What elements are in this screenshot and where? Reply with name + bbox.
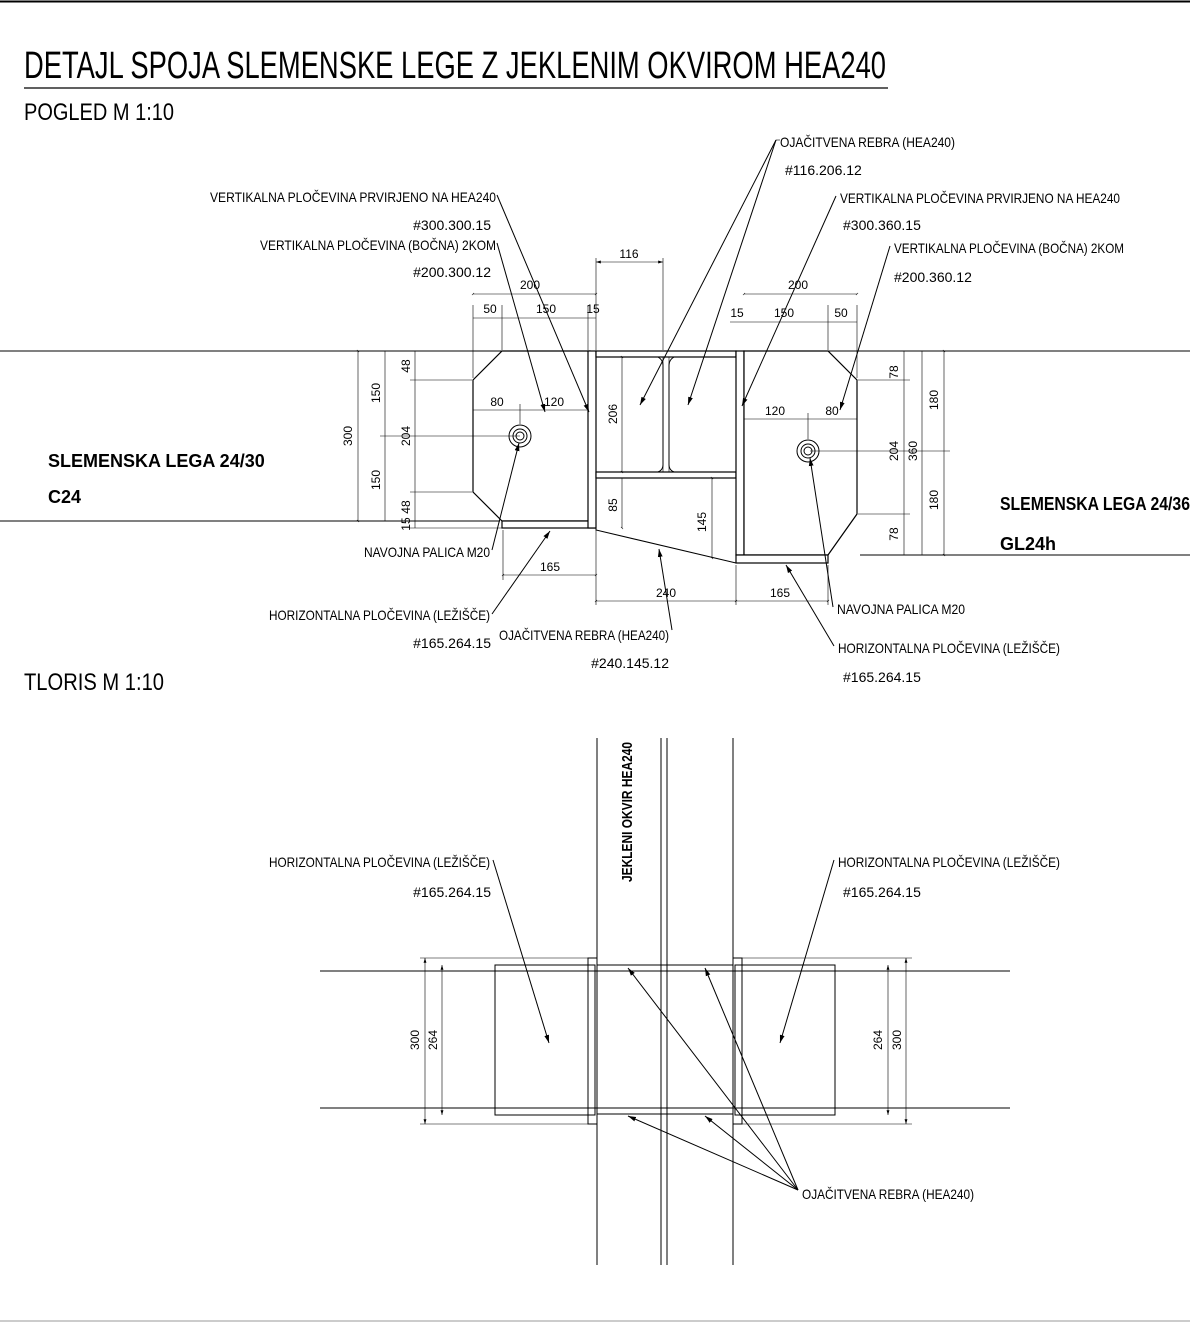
dim-85: 85	[606, 498, 620, 512]
dim-15-left: 15	[586, 302, 600, 316]
beam-right-grade: GL24h	[1000, 534, 1056, 554]
frame-label: JEKLENI OKVIR HEA240	[619, 742, 636, 882]
rib-top-right	[668, 356, 732, 473]
dim-200-right: 200	[788, 278, 808, 292]
dim-206: 206	[606, 404, 620, 424]
callout-ribs-bottom-code: #240.145.12	[591, 655, 669, 671]
callout-vplate-right-code: #300.360.15	[843, 217, 921, 233]
elevation-view-title: POGLED M 1:10	[24, 99, 174, 126]
beam-right-name: SLEMENSKA LEGA 24/36	[1000, 494, 1190, 514]
dim-80-right: 80	[825, 404, 839, 418]
dim-116: 116	[619, 247, 638, 261]
plan-dim-300-right: 300	[890, 1030, 904, 1050]
dim-200-left: 200	[520, 278, 540, 292]
plan-hplate-left	[494, 964, 596, 1116]
dim-204-right: 204	[887, 441, 901, 461]
dim-165-left: 165	[540, 560, 560, 574]
dim-120-right: 120	[765, 404, 785, 418]
callout-hplate-right-name: HORIZONTALNA PLOČEVINA (LEŽIŠČE)	[838, 640, 1060, 656]
dim-165-right: 165	[770, 586, 790, 600]
rib-bottom	[595, 477, 737, 564]
plan-hplate-right	[734, 964, 836, 1116]
dim-50-left: 50	[483, 302, 497, 316]
plan-dim-300-left: 300	[408, 1030, 422, 1050]
beam-left-name: SLEMENSKA LEGA 24/30	[48, 451, 265, 471]
callout-hplate-left-name: HORIZONTALNA PLOČEVINA (LEŽIŠČE)	[269, 607, 490, 623]
callout-ribs-bottom-name: OJAČITVENA REBRA (HEA240)	[499, 627, 669, 643]
dim-15-right: 15	[730, 306, 744, 320]
plan-rib-top	[596, 964, 734, 972]
dim-180-a: 180	[927, 390, 941, 410]
dim-78-b: 78	[887, 527, 901, 541]
dim-50-right: 50	[834, 306, 848, 320]
horizontal-plate-right	[735, 554, 829, 564]
callout-side-right-code: #200.360.12	[894, 269, 972, 285]
callout-side-left-code: #200.300.12	[413, 264, 491, 280]
horizontal-plate-left	[501, 520, 596, 529]
callout-ribs-top-name: OJAČITVENA REBRA (HEA240)	[780, 134, 955, 150]
plan-callout-hplate-left-name: HORIZONTALNA PLOČEVINA (LEŽIŠČE)	[269, 854, 490, 870]
dim-300: 300	[341, 426, 355, 446]
plan-callout-hplate-right-code: #165.264.15	[843, 884, 921, 900]
callout-rod-left: NAVOJNA PALICA M20	[364, 544, 490, 560]
callout-vplate-left-code: #300.300.15	[413, 217, 491, 233]
dim-48-b: 48	[399, 500, 413, 514]
plan-callout-hplate-right-name: HORIZONTALNA PLOČEVINA (LEŽIŠČE)	[838, 854, 1060, 870]
callout-side-right-name: VERTIKALNA PLOČEVINA (BOČNA) 2KOM	[894, 240, 1124, 256]
beam-left-grade: C24	[48, 487, 81, 507]
plan-callout-ribs: OJAČITVENA REBRA (HEA240)	[802, 1186, 974, 1202]
dim-78-a: 78	[887, 365, 901, 379]
callout-hplate-right-code: #165.264.15	[843, 669, 921, 685]
callout-side-left-name: VERTIKALNA PLOČEVINA (BOČNA) 2KOM	[260, 237, 496, 253]
vertical-plate-left	[587, 350, 597, 529]
dim-120-left: 120	[544, 395, 564, 409]
callout-hplate-left-code: #165.264.15	[413, 635, 491, 651]
dim-15-vertical: 15	[399, 517, 413, 531]
plan-view-title: TLORIS M 1:10	[24, 669, 164, 696]
dim-150-a: 150	[369, 383, 383, 403]
plan-dim-264-right: 264	[871, 1030, 885, 1050]
plan-dim-264-left: 264	[426, 1030, 440, 1050]
dim-360: 360	[906, 441, 920, 461]
plan-callout-hplate-left-code: #165.264.15	[413, 884, 491, 900]
dim-80-left: 80	[490, 395, 504, 409]
elevation-view: 116 200 50 150 15 200 15 150 50 80 120 1…	[0, 134, 1190, 685]
dim-48-a: 48	[399, 359, 413, 373]
dim-204-left: 204	[399, 426, 413, 446]
dim-150-left: 150	[536, 302, 556, 316]
callout-ribs-top-code: #116.206.12	[785, 162, 862, 178]
vertical-plate-right	[735, 350, 745, 556]
drawing-title: DETAJL SPOJA SLEMENSKE LEGE Z JEKLENIM O…	[24, 45, 886, 87]
plan-view: JEKLENI OKVIR HEA240 300 264 264 300 HOR…	[269, 738, 1060, 1265]
plan-vplate-left	[587, 957, 598, 1125]
dim-150-b: 150	[369, 470, 383, 490]
side-plate-right	[743, 350, 858, 556]
callout-rod-right: NAVOJNA PALICA M20	[837, 601, 965, 617]
plan-rib-bottom	[596, 1107, 734, 1115]
dim-145: 145	[695, 512, 709, 532]
hea-bottom-flange	[595, 471, 737, 479]
dim-180-b: 180	[927, 490, 941, 510]
callout-vplate-right-name: VERTIKALNA PLOČEVINA PRVIRJENO NA HEA240	[840, 190, 1120, 206]
plan-vplate-right	[732, 957, 743, 1125]
callout-vplate-left-name: VERTIKALNA PLOČEVINA PRVIRJENO NA HEA240	[210, 189, 496, 205]
